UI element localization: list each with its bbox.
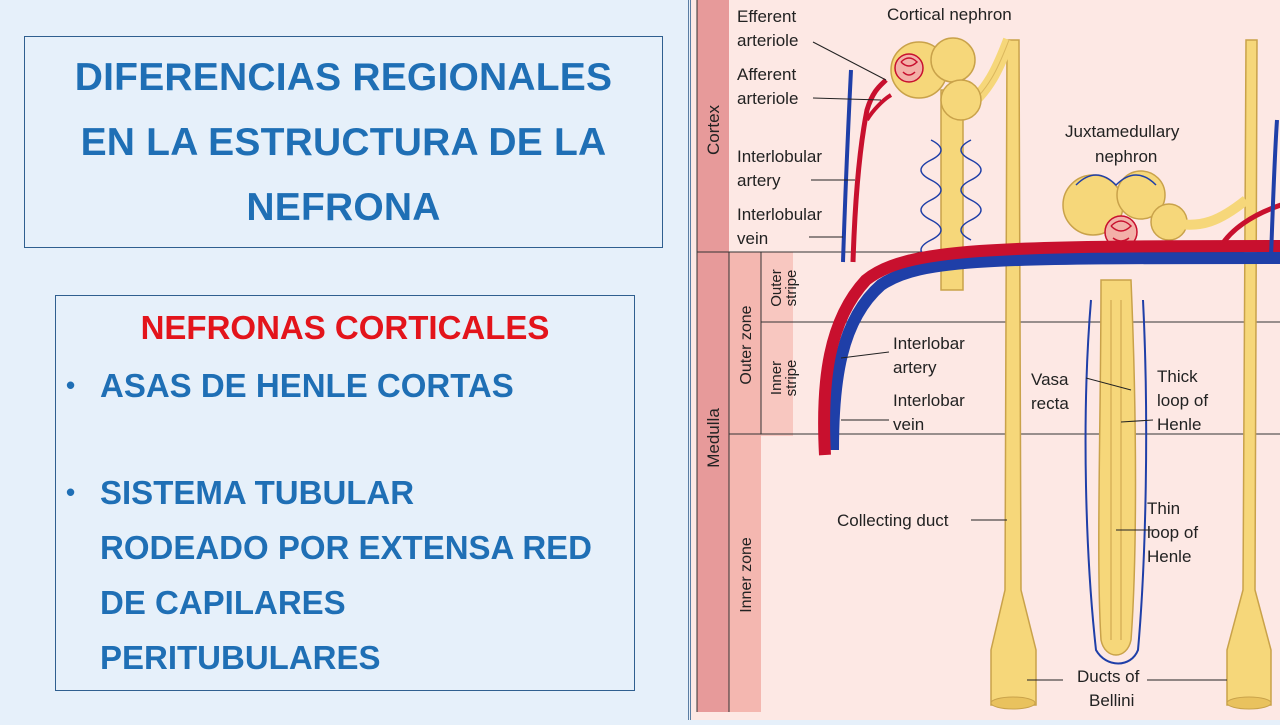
bullet-icon: • [66,370,76,400]
label-interlobar-vein-2: vein [893,415,924,434]
title-line-1: DIFERENCIAS REGIONALES [74,55,613,99]
bullet-continuation: PERITUBULARES [100,630,634,685]
zone-bar-stripes [761,252,793,436]
label-thick-loop-3: Henle [1157,415,1201,434]
content-box: NEFRONAS CORTICALES • ASAS DE HENLE CORTA… [55,295,635,691]
label-bellini-1: Ducts of [1077,667,1140,686]
zone-label-inner-zone: Inner zone [738,537,755,613]
label-thick-loop-2: loop of [1157,391,1208,410]
label-vasa-recta-1: Vasa [1031,370,1069,389]
label-thin-loop-1: Thin [1147,499,1180,518]
leader-lines [809,41,1227,681]
bullet-item: • SISTEMA TUBULAR [66,465,634,520]
bullet-continuation: DE CAPILARES [100,575,634,630]
nephron-diagram: Cortex Medulla Outer zone Inner zone Out… [690,0,1280,720]
label-collecting-duct: Collecting duct [837,511,949,530]
label-bellini-2: Bellini [1089,691,1134,710]
label-efferent-1: Efferent [737,7,797,26]
zone-label-outer-stripe-1: Outer [768,269,785,307]
interlobar-artery [818,240,1280,456]
bullet-text: RODEADO POR EXTENSA RED [100,529,593,566]
label-cortical-nephron: Cortical nephron [887,5,1012,24]
bullet-icon: • [66,477,76,507]
label-afferent-2: arteriole [737,89,798,108]
nephron-diagram-svg: Cortex Medulla Outer zone Inner zone Out… [691,0,1280,720]
bullet-text: SISTEMA TUBULAR [100,474,415,511]
label-thick-loop-1: Thick [1157,367,1198,386]
bullet-text: PERITUBULARES [100,639,381,676]
zone-label-inner-stripe-1: Inner [768,361,785,395]
label-interlobar-artery-2: artery [893,358,937,377]
bullet-text: DE CAPILARES [100,584,346,621]
zone-bar-inner [729,252,761,712]
title-box: DIFERENCIAS REGIONALES EN LA ESTRUCTURA … [24,36,663,248]
label-thin-loop-3: Henle [1147,547,1191,566]
label-afferent-1: Afferent [737,65,797,84]
subheading: NEFRONAS CORTICALES [140,309,550,346]
label-interlobular-artery-2: artery [737,171,781,190]
label-interlobar-artery-1: Interlobar [893,334,965,353]
interlobar-vein [827,252,1280,451]
slide-title: DIFERENCIAS REGIONALES EN LA ESTRUCTURA … [75,45,612,240]
interlobular-vein [841,69,1279,263]
label-interlobular-artery-1: Interlobular [737,147,822,166]
cortical-nephron-tubule [890,37,1015,291]
juxtamedullary-nephron [1062,170,1250,665]
label-interlobar-vein-1: Interlobar [893,391,965,410]
zone-label-outer-stripe-2: stripe [783,270,800,307]
title-line-3: NEFRONA [246,185,441,229]
bullet-list: • ASAS DE HENLE CORTAS • SISTEMA TUBULAR R… [56,358,634,685]
zone-label-medulla: Medulla [704,408,723,468]
zone-bar-outer [697,0,729,712]
label-efferent-2: arteriole [737,31,798,50]
zone-label-inner-stripe-2: stripe [783,360,800,397]
label-thin-loop-2: loop of [1147,523,1198,542]
zone-label-cortex: Cortex [704,104,723,155]
zone-label-outer-zone: Outer zone [738,305,755,384]
bullet-item: • ASAS DE HENLE CORTAS [66,358,634,413]
title-line-2: EN LA ESTRUCTURA DE LA [80,120,607,164]
slide-divider [688,0,689,720]
label-juxta-2: nephron [1095,147,1157,166]
label-juxta-1: Juxtamedullary [1065,122,1180,141]
collecting-duct-right [1226,39,1272,710]
label-vasa-recta-2: recta [1031,394,1069,413]
bullet-continuation: RODEADO POR EXTENSA RED [100,520,634,575]
label-interlobular-vein-1: Interlobular [737,205,822,224]
label-interlobular-vein-2: vein [737,229,768,248]
bullet-text: ASAS DE HENLE CORTAS [100,367,514,404]
collecting-duct-left [990,39,1037,710]
